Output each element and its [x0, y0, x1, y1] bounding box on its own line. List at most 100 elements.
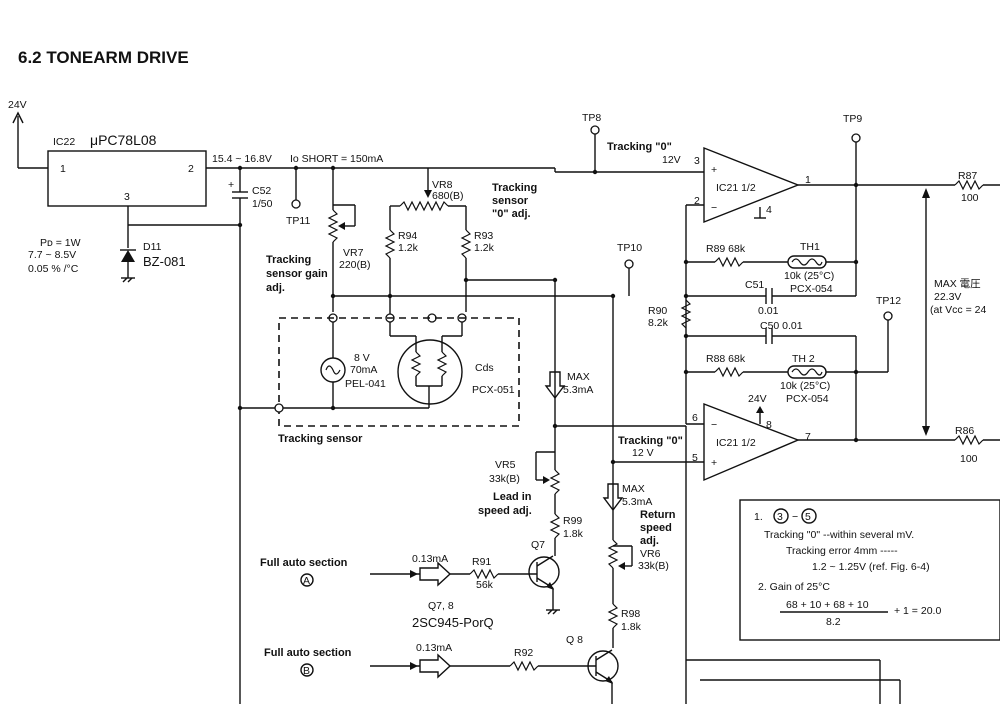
- r87-label: R87: [958, 170, 977, 182]
- tp12-point: [883, 311, 893, 321]
- drive-section: MAX 5.3mA VR5 33k(B) Lead in speed adj. …: [260, 370, 901, 704]
- vr7-desc1: Tracking: [266, 254, 311, 266]
- ic21a-pin3: 3: [694, 155, 700, 167]
- ic22-regulator: [47, 150, 207, 207]
- ic22-label: IC22: [53, 136, 75, 148]
- th1-part: PCX-054: [790, 283, 833, 295]
- vr6-desc3: adj.: [640, 535, 659, 547]
- max-v-label3: (at Vcc = 24: [930, 304, 986, 316]
- note2-title: 2. Gain of 25°C: [758, 581, 830, 593]
- vr8-label: VR8: [432, 179, 453, 191]
- r94-value: 1.2k: [398, 242, 419, 254]
- vr6-desc1: Return: [640, 509, 676, 521]
- tp9-point: [851, 133, 861, 143]
- r92-label: R92: [514, 647, 533, 659]
- tp10-point: [624, 259, 634, 269]
- d11-part: BZ-081: [143, 254, 186, 269]
- vr8-value: 680(B): [432, 190, 464, 202]
- ic21a-pin2: 2: [694, 195, 700, 207]
- th2-label: TH 2: [792, 353, 815, 365]
- ic21a-plus: +: [711, 164, 717, 176]
- amplifier-section: TP8 Tracking "0" 12V TP10 IC21 1/2 + − 3…: [552, 112, 1000, 482]
- ic21a-pin1: 1: [805, 174, 811, 186]
- vr6-label: VR6: [640, 548, 661, 560]
- cds-label: Cds: [475, 362, 494, 374]
- r93-value: 1.2k: [474, 242, 495, 254]
- ic21a-pin4: 4: [766, 204, 772, 216]
- r87-value: 100: [961, 192, 979, 204]
- note1-pin-b: 5: [805, 511, 811, 523]
- note2-result: + 1 = 20.0: [894, 605, 941, 617]
- r98-label: R98: [621, 608, 640, 620]
- max-v-label1: MAX 電圧: [934, 278, 981, 290]
- q78-part: 2SC945-PorQ: [412, 615, 494, 630]
- page-title: 6.2 TONEARM DRIVE: [18, 48, 189, 67]
- ic21b-pin7: 7: [805, 431, 811, 443]
- r99-label: R99: [563, 515, 582, 527]
- c52-plus: +: [228, 179, 234, 191]
- lamp-v: 8 V: [354, 352, 370, 364]
- ic21-opamp-lower: [703, 402, 800, 482]
- r86-value: 100: [960, 453, 978, 465]
- note1-line1: Tracking "0" --within several mV.: [764, 529, 914, 541]
- ic21b-minus: −: [711, 419, 717, 431]
- th2-thermistor: [787, 365, 827, 379]
- vr6-desc2: speed: [640, 522, 672, 534]
- supply-section: 24V IC22 μPC78L08 1 2 3 15.4 ~ 16.8V Io …: [8, 99, 555, 704]
- vr6-value: 33k(B): [638, 560, 669, 572]
- c50-label: C50 0.01: [760, 320, 803, 332]
- vr7-desc2: sensor gain: [266, 268, 328, 280]
- note2-denominator: 8.2: [826, 616, 841, 628]
- r88-label: R88 68k: [706, 353, 746, 365]
- r86-label: R86: [955, 425, 974, 437]
- v24-pin8-label: 24V: [748, 393, 767, 405]
- tp8-point: [590, 125, 600, 135]
- vr5-label: VR5: [495, 459, 516, 471]
- notes-frame: [739, 499, 1000, 641]
- full-auto-b-label: Full auto section: [264, 647, 352, 659]
- vr5-desc1: Lead in: [493, 491, 532, 503]
- vout-label: 15.4 ~ 16.8V: [212, 153, 272, 165]
- c52-value: 1/50: [252, 198, 273, 210]
- q7-label: Q7: [531, 539, 545, 551]
- c51-value: 0.01: [758, 305, 779, 317]
- tc-label: 0.05 % /°C: [28, 263, 79, 275]
- r89-label: R89 68k: [706, 243, 746, 255]
- full-auto-a-tag: A: [303, 575, 310, 587]
- ic21a-minus: −: [711, 202, 717, 214]
- sensor-section: VR7 220(B) Tracking sensor gain adj. VR8…: [237, 165, 613, 445]
- r93-label: R93: [474, 230, 493, 242]
- lamp-ma: 70mA: [350, 364, 377, 376]
- note2-numerator: 68 + 10 + 68 + 10: [786, 599, 869, 611]
- r90-value: 8.2k: [648, 317, 669, 329]
- full-auto-b-tag: B: [303, 665, 310, 677]
- ic21b-plus: +: [711, 457, 717, 469]
- d11-label: D11: [143, 241, 162, 253]
- note1-number: 1.: [754, 511, 763, 523]
- ic21b-label: IC21 1/2: [716, 437, 756, 449]
- note1-pin-a: 3: [777, 511, 783, 523]
- q7-transistor: [528, 556, 560, 588]
- vr5-desc2: speed adj.: [478, 505, 532, 517]
- i2-label: 0.13mA: [416, 642, 452, 654]
- vr7-value: 220(B): [339, 259, 371, 271]
- ic21b-pin5: 5: [692, 452, 698, 464]
- th1-label: TH1: [800, 241, 820, 253]
- c52-label: C52: [252, 185, 271, 197]
- tp8-label: TP8: [582, 112, 601, 124]
- max-a-label2: 5.3mA: [563, 384, 593, 396]
- ic22-pin2: 2: [188, 163, 194, 175]
- tracking0-label-a: Tracking "0": [607, 141, 672, 153]
- th1-thermistor: [787, 255, 827, 269]
- notes-box: 1. 3 − 5 Tracking "0" --within several m…: [739, 499, 1000, 641]
- vr5-value: 33k(B): [489, 473, 520, 485]
- note1-line3: 1.2 ~ 1.25V (ref. Fig. 6-4): [812, 561, 930, 573]
- vz-label: 7.7 ~ 8.5V: [28, 249, 76, 261]
- ic22-pin3: 3: [124, 191, 130, 203]
- vr8-desc2: sensor: [492, 195, 529, 207]
- full-auto-a-label: Full auto section: [260, 557, 348, 569]
- tp10-label: TP10: [617, 242, 642, 254]
- r94-label: R94: [398, 230, 417, 242]
- r91-label: R91: [472, 556, 491, 568]
